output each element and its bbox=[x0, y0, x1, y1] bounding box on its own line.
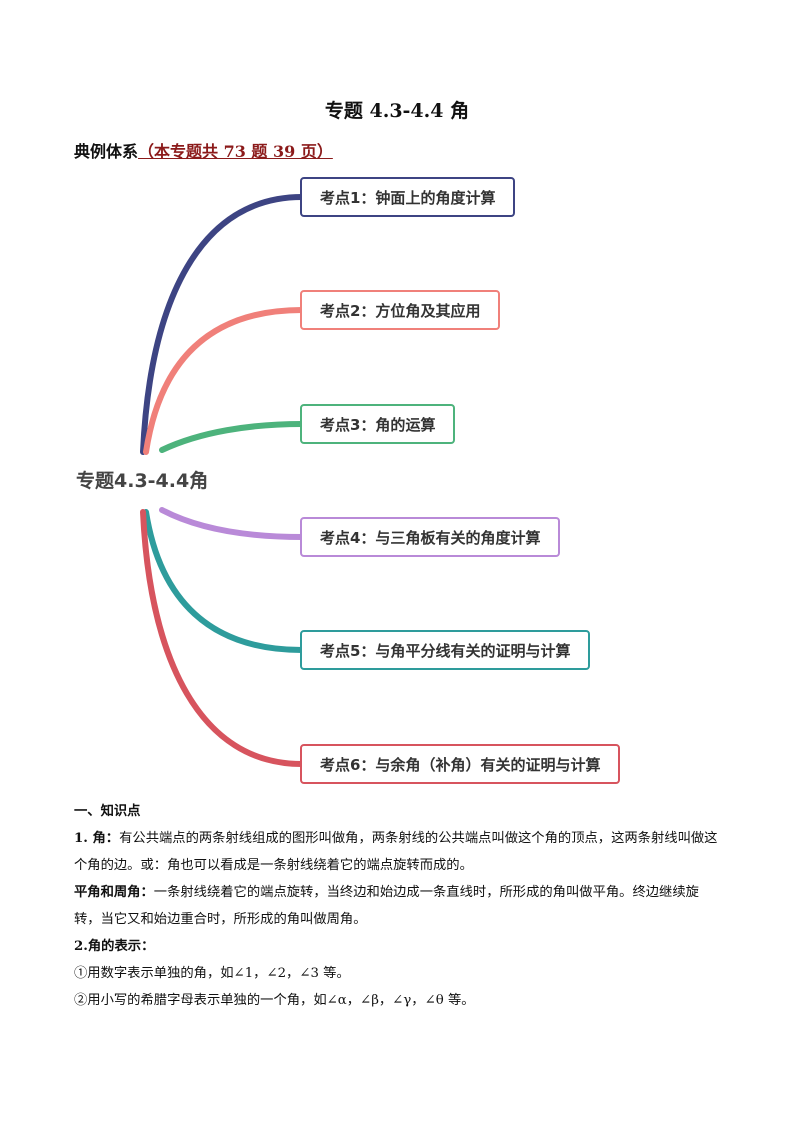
notation-item-1: ①用数字表示单独的角，如∠1，∠2，∠3 等。 bbox=[74, 966, 350, 981]
mindmap-branches bbox=[140, 194, 305, 767]
angle-definition-text: 有公共端点的两条射线组成的图形叫做角，两条射线的公共端点叫做这个角的顶点，这两条… bbox=[74, 831, 718, 873]
branch-1 bbox=[140, 194, 305, 455]
mindmap-node-4: 考点4：与三角板有关的角度计算 bbox=[300, 517, 561, 557]
straight-full-angle-term: 平角和周角： bbox=[74, 885, 154, 900]
angle-notation-heading: 2.角的表示： bbox=[74, 939, 155, 954]
subtitle-main: 典例体系 bbox=[74, 142, 139, 161]
knowledge-section: 一、知识点 1. 角：有公共端点的两条射线组成的图形叫做角，两条射线的公共端点叫… bbox=[74, 798, 724, 1014]
subtitle-page-count: （本专题共 73 题 39 页） bbox=[138, 142, 333, 161]
mindmap-node-2: 考点2：方位角及其应用 bbox=[300, 290, 501, 330]
mindmap-root: 专题4.3-4.4角 bbox=[76, 470, 209, 492]
page-title: 专题 4.3-4.4 角 bbox=[324, 100, 470, 122]
branch-6 bbox=[140, 509, 305, 767]
section-heading: 一、知识点 bbox=[74, 804, 141, 819]
straight-full-angle: 平角和周角：一条射线绕着它的端点旋转，当终边和始边成一条直线时，所形成的角叫做平… bbox=[74, 879, 724, 933]
mindmap-node-1: 考点1：钟面上的角度计算 bbox=[300, 177, 516, 217]
mindmap-node-3: 考点3：角的运算 bbox=[300, 404, 456, 444]
notation-item-2: ②用小写的希腊字母表示单独的一个角，如∠α，∠β，∠γ，∠θ 等。 bbox=[74, 993, 475, 1008]
branch-5 bbox=[143, 509, 305, 653]
subtitle: 典例体系（本专题共 73 题 39 页） bbox=[74, 138, 333, 162]
mindmap-node-5: 考点5：与角平分线有关的证明与计算 bbox=[300, 630, 591, 670]
branch-3 bbox=[159, 421, 305, 453]
branch-4 bbox=[159, 507, 305, 540]
straight-full-angle-text: 一条射线绕着它的端点旋转，当终边和始边成一条直线时，所形成的角叫做平角。终边继续… bbox=[74, 885, 699, 927]
mindmap-node-6: 考点6：与余角（补角）有关的证明与计算 bbox=[300, 744, 621, 784]
branch-2 bbox=[143, 307, 305, 455]
angle-term: 1. 角： bbox=[74, 831, 120, 846]
angle-definition: 1. 角：有公共端点的两条射线组成的图形叫做角，两条射线的公共端点叫做这个角的顶… bbox=[74, 825, 724, 879]
